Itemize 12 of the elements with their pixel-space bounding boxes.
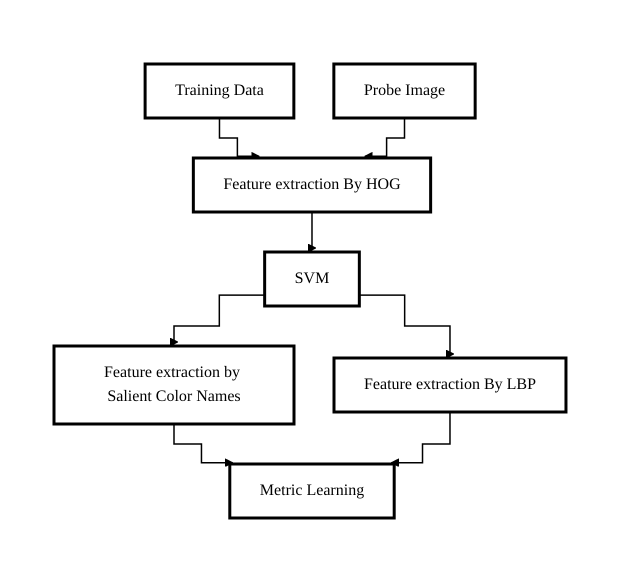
arrow [169, 294, 264, 346]
arrow [172, 423, 233, 468]
arrow [358, 294, 454, 358]
node-box: Feature extraction by Salient Color Names [52, 344, 296, 426]
arrow [307, 211, 316, 252]
node-box: SVM [262, 250, 360, 308]
node-box: Metric Learning [228, 462, 396, 520]
arrow [390, 411, 450, 468]
node-box: Training Data [143, 62, 295, 120]
node-box: Probe Image [332, 62, 476, 120]
node-box: Feature extraction By HOG [191, 156, 432, 214]
node-box: Feature extraction By LBP [332, 356, 567, 414]
